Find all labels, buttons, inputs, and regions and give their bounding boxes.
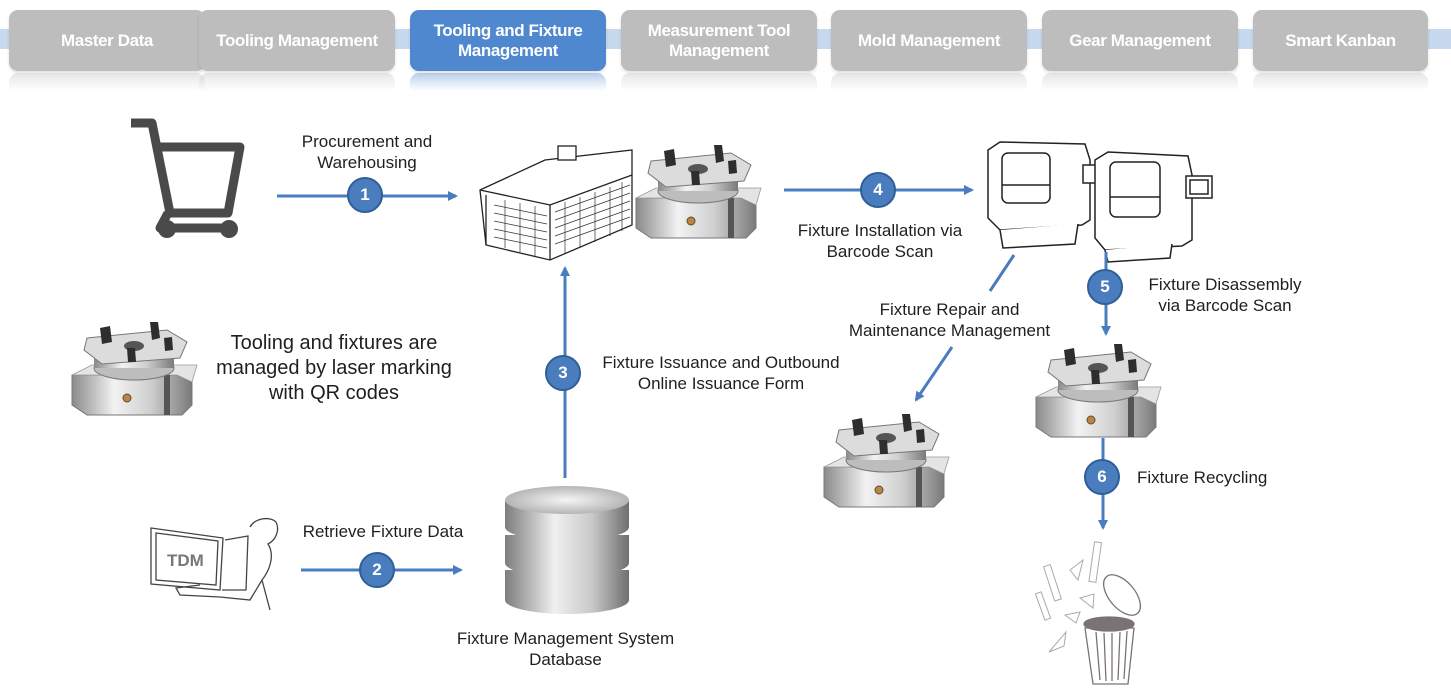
cnc-machine-icon bbox=[987, 141, 1213, 263]
tab-smart-kanban[interactable]: Smart Kanban bbox=[1253, 10, 1428, 71]
tab-reflection bbox=[410, 73, 606, 91]
arrow-repair-upper bbox=[988, 254, 1016, 292]
tab-reflection bbox=[621, 73, 817, 91]
tdm-screen-text: TDM bbox=[167, 551, 204, 570]
trash-bin-icon bbox=[1034, 541, 1142, 685]
step-5-label: Fixture Disassembly via Barcode Scan bbox=[1148, 275, 1302, 315]
tab-label: Tooling and Fixture Management bbox=[433, 20, 583, 60]
tab-tooling-and-fixture-management[interactable]: Tooling and Fixture Management bbox=[410, 10, 606, 71]
cart-wheel-icon bbox=[220, 220, 238, 238]
arrow-repair-lower bbox=[914, 346, 954, 402]
tab-reflection bbox=[9, 73, 205, 91]
step-badge-1: 1 bbox=[347, 177, 383, 213]
step-2-label: Retrieve Fixture Data bbox=[302, 522, 464, 541]
cart-wheel-icon bbox=[158, 220, 176, 238]
step-badge-3: 3 bbox=[545, 355, 581, 391]
tab-tooling-management[interactable]: Tooling Management bbox=[199, 10, 395, 71]
step-1-label: Procurement and Warehousing bbox=[301, 132, 433, 172]
tab-label: Measurement Tool Management bbox=[647, 20, 791, 60]
step-6-label: Fixture Recycling bbox=[1137, 468, 1268, 487]
fixture-icon bbox=[1035, 343, 1162, 438]
tab-gear-management[interactable]: Gear Management bbox=[1042, 10, 1238, 71]
tdm-workstation-icon bbox=[150, 517, 279, 611]
database-icon bbox=[505, 486, 629, 614]
qr-marking-note: Tooling and fixtures are managed by lase… bbox=[216, 332, 452, 404]
tab-reflection bbox=[199, 73, 395, 91]
step-4-label: Fixture Installation via Barcode Scan bbox=[797, 221, 963, 261]
fixture-icon bbox=[635, 144, 762, 239]
storage-cabinet-icon bbox=[479, 145, 633, 261]
tab-reflection bbox=[1253, 73, 1428, 91]
step-badge-6: 6 bbox=[1084, 459, 1120, 495]
tab-mold-management[interactable]: Mold Management bbox=[831, 10, 1027, 71]
step-3-label: Fixture Issuance and Outbound Online Iss… bbox=[602, 353, 840, 393]
step-badge-4: 4 bbox=[860, 172, 896, 208]
database-label: Fixture Management System Database bbox=[456, 629, 675, 669]
fixture-icon bbox=[71, 321, 198, 416]
step-badge-2: 2 bbox=[359, 552, 395, 588]
fixture-icon bbox=[823, 413, 950, 508]
tab-reflection bbox=[1042, 73, 1238, 91]
tab-measurement-tool-management[interactable]: Measurement Tool Management bbox=[621, 10, 817, 71]
repair-label: Fixture Repair and Maintenance Managemen… bbox=[848, 300, 1051, 340]
tab-reflection bbox=[831, 73, 1027, 91]
shopping-cart-icon bbox=[131, 118, 245, 233]
tab-master-data[interactable]: Master Data bbox=[9, 10, 205, 71]
step-badge-5: 5 bbox=[1087, 269, 1123, 305]
